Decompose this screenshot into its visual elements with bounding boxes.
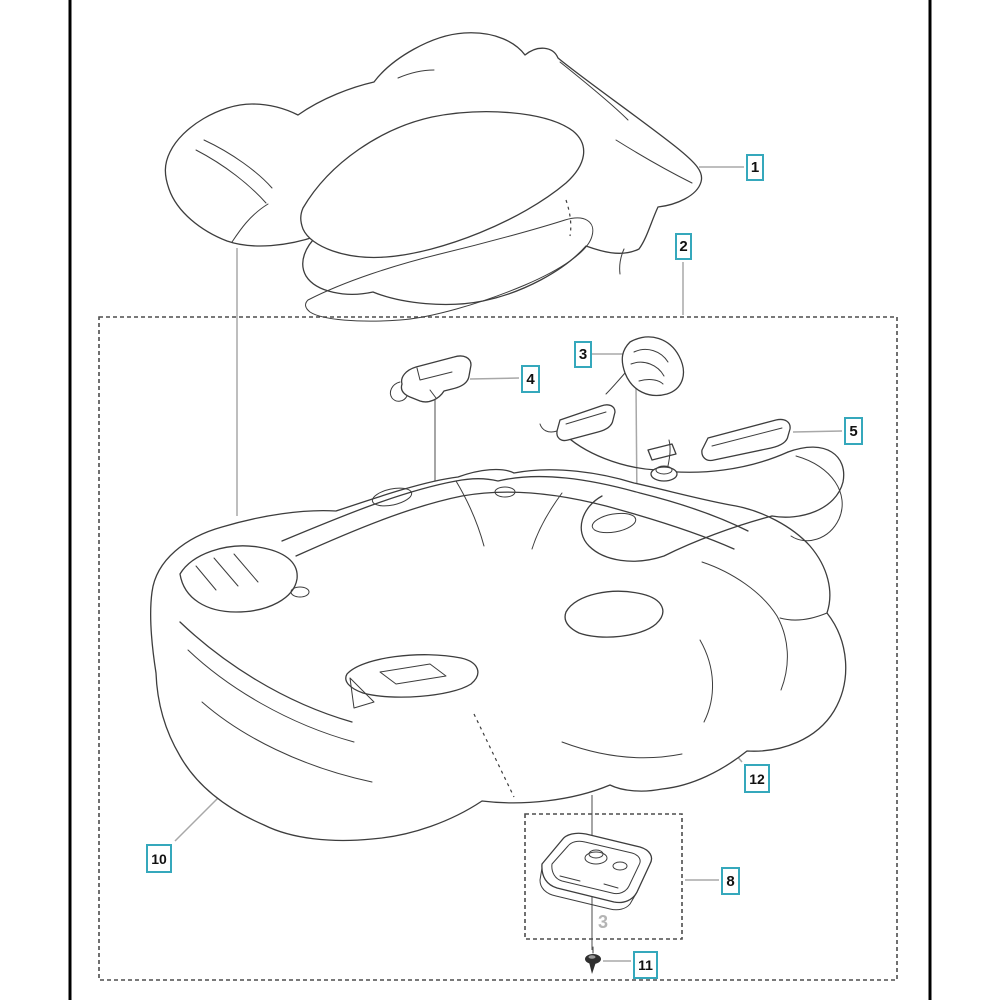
quantity-watermark: 3 (598, 912, 609, 932)
assembly-dashed-box (98, 316, 898, 981)
top-cover-drawing (164, 32, 703, 322)
callout-12[interactable]: 12 (744, 764, 770, 793)
callout-3[interactable]: 3 (574, 341, 592, 368)
callout-4[interactable]: 4 (521, 365, 540, 393)
leaf-spring-drawing (605, 336, 685, 397)
callout-8[interactable]: 8 (721, 867, 740, 895)
callout-1[interactable]: 1 (746, 154, 764, 181)
latch-part-drawing (389, 355, 472, 403)
callout-5[interactable]: 5 (844, 417, 863, 445)
callout-11[interactable]: 11 (633, 951, 658, 979)
screw-icon (585, 946, 601, 974)
wiring-harness-drawing (539, 404, 845, 562)
callout-2[interactable]: 2 (675, 233, 692, 260)
tray-part-drawing (539, 832, 653, 911)
chassis-body-drawing (149, 468, 847, 842)
tray-dashed-box (524, 813, 683, 940)
callout-10[interactable]: 10 (146, 844, 172, 873)
